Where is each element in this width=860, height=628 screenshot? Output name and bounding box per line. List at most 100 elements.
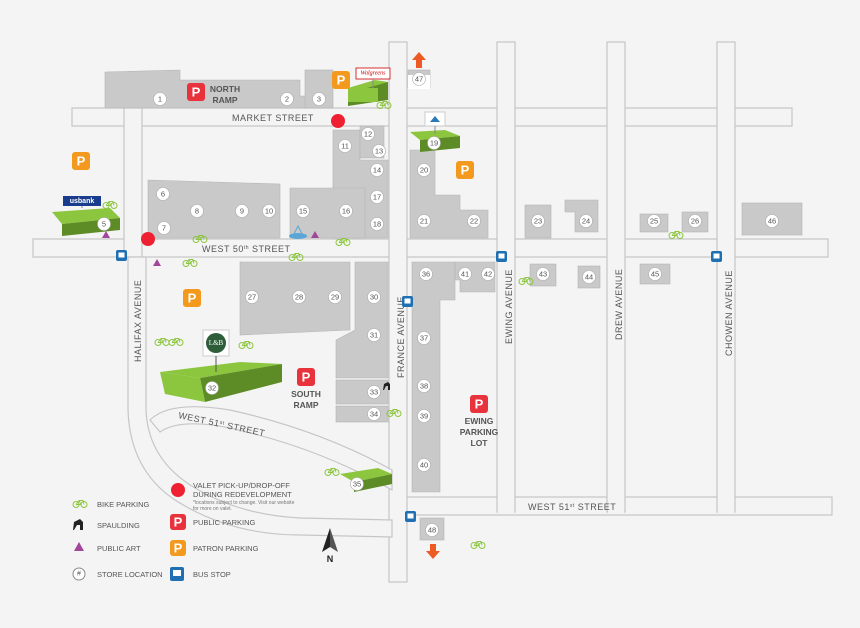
store-number-label: 44 — [585, 273, 593, 282]
label-west-50th-street: WEST 50th STREET — [202, 244, 291, 254]
bike-parking-icon — [102, 201, 118, 209]
store-marker-circle — [367, 328, 381, 342]
public-art-markers — [102, 231, 319, 266]
store-number-label: 6 — [161, 190, 165, 199]
store-marker-circle — [647, 214, 661, 228]
bus-stops — [116, 250, 722, 522]
store-number-label: 8 — [195, 207, 199, 216]
patron-parking-sign: P — [456, 161, 474, 179]
store-marker-circle — [235, 204, 249, 218]
store-marker-circle — [370, 190, 384, 204]
store-marker: 18 — [370, 217, 384, 231]
store-marker-circle — [97, 217, 111, 231]
label-south-ramp-line2: RAMP — [293, 400, 318, 410]
store-marker: 32 — [205, 381, 219, 395]
label-market-street: MARKET STREET — [232, 113, 314, 123]
roads — [32, 41, 833, 583]
store-number-label: 5 — [102, 220, 106, 229]
valet-dot — [331, 114, 345, 128]
svg-text:VALET PICK-UP/DROP-OFF: VALET PICK-UP/DROP-OFF — [193, 481, 290, 490]
store-marker: 43 — [536, 267, 550, 281]
store-marker: 12 — [361, 127, 375, 141]
store-marker-circle — [417, 163, 431, 177]
store-number-label: 36 — [422, 270, 430, 279]
bike-parking-icon — [168, 338, 184, 346]
label-ewing-lot-line3: LOT — [471, 438, 489, 448]
store-marker-circle — [531, 214, 545, 228]
store-marker-circle — [417, 214, 431, 228]
store-marker-circle — [328, 290, 342, 304]
store-marker: 14 — [370, 163, 384, 177]
store-marker: 19 — [427, 136, 441, 150]
legend-spaulding: SPAULDING — [73, 519, 140, 530]
bike-parking-icon — [324, 468, 340, 476]
legend: BIKE PARKING SPAULDING PUBLIC ART #STORE… — [72, 481, 295, 581]
direction-arrows — [412, 52, 440, 559]
store-19-sign — [424, 111, 446, 134]
label-ewing-avenue: EWING AVENUE — [504, 269, 514, 344]
svg-text:PUBLIC PARKING: PUBLIC PARKING — [193, 518, 256, 527]
store-marker: 11 — [338, 139, 352, 153]
store-marker-circle — [536, 267, 550, 281]
store-marker-circle — [765, 214, 779, 228]
store-marker: 3 — [312, 92, 326, 106]
svg-text:P: P — [461, 163, 470, 178]
bus-stop-icon — [116, 250, 127, 261]
ramp-labels: NORTH RAMP SOUTH RAMP EWING PARKING LOT — [210, 84, 499, 448]
store-number-label: 47 — [415, 75, 423, 84]
store-marker-circle — [350, 477, 364, 491]
legend-bus-stop: BUS STOP — [170, 567, 231, 581]
store-marker: 46 — [765, 214, 779, 228]
store-number-label: 34 — [370, 410, 378, 419]
svg-text:N: N — [327, 554, 334, 564]
green-35 — [340, 468, 392, 482]
store-number-label: 46 — [768, 217, 776, 226]
store-marker: 37 — [417, 331, 431, 345]
store-marker-circle — [156, 187, 170, 201]
store-number-label: 42 — [484, 270, 492, 279]
label-south-ramp-line1: SOUTH — [291, 389, 321, 399]
store-marker: 8 — [190, 204, 204, 218]
store-marker: 21 — [417, 214, 431, 228]
store-marker: 40 — [417, 458, 431, 472]
legend-bike-parking: BIKE PARKING — [72, 500, 150, 509]
store-marker: 35 — [350, 477, 364, 491]
svg-text:P: P — [337, 73, 346, 88]
store-marker-circle — [425, 523, 439, 537]
road-west-50th-street — [32, 238, 829, 258]
store-marker: 6 — [156, 187, 170, 201]
green-usbank — [52, 208, 120, 224]
green-19 — [410, 130, 460, 140]
store-marker-circle — [417, 331, 431, 345]
bike-parking-icon — [238, 341, 254, 349]
store-number-label: 29 — [331, 293, 339, 302]
store-marker-circle — [582, 270, 596, 284]
store-number-label: 7 — [162, 224, 166, 233]
store-marker: 7 — [157, 221, 171, 235]
store-marker: 29 — [328, 290, 342, 304]
store-marker-circle — [427, 136, 441, 150]
north-arrow-icon: N — [322, 528, 338, 564]
store-number-label: 25 — [650, 217, 658, 226]
store-marker-circle — [579, 214, 593, 228]
bike-parking-icon — [154, 338, 170, 346]
store-marker-circle — [688, 214, 702, 228]
store-marker-circle — [367, 290, 381, 304]
store-marker-circle — [372, 144, 386, 158]
store-number-label: 3 — [317, 95, 321, 104]
public-parking-sign: P — [297, 368, 315, 386]
store-marker: 36 — [419, 267, 433, 281]
store-number-label: 20 — [420, 166, 428, 175]
green-walgreens — [348, 88, 378, 102]
store-number-label: 19 — [430, 139, 438, 148]
store-marker-circle — [262, 204, 276, 218]
svg-text:P: P — [302, 370, 311, 385]
store-number-label: 27 — [248, 293, 256, 302]
store-marker: 9 — [235, 204, 249, 218]
store-marker: 47 — [412, 72, 426, 86]
store-number-label: 11 — [341, 142, 349, 151]
patron-parking-sign: P — [183, 289, 201, 307]
